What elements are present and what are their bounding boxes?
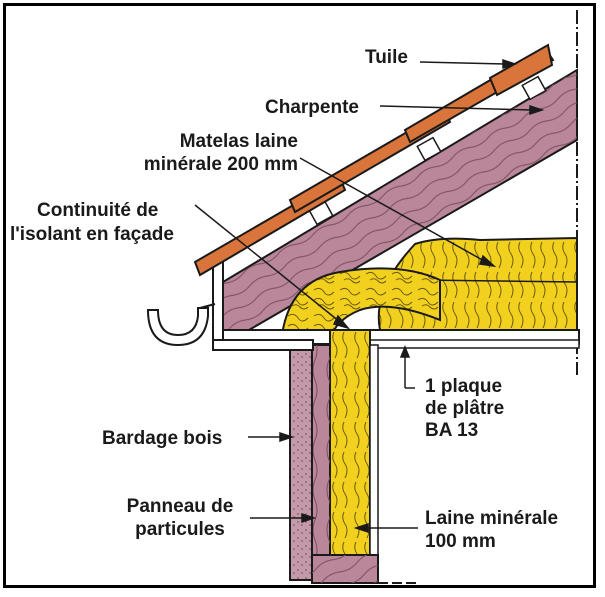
label-panneau-line1: Panneau de xyxy=(126,496,234,517)
leader-lines xyxy=(194,58,545,534)
label-plaque-line2: de plâtre xyxy=(425,398,505,419)
gutter xyxy=(146,303,216,347)
roof-tiles xyxy=(193,43,555,277)
leader-matelas xyxy=(299,157,487,263)
bottom-plate xyxy=(311,554,420,584)
label-bardage: Bardage bois xyxy=(102,428,223,449)
label-charpente: Charpente xyxy=(265,97,359,118)
diagram-frame xyxy=(3,3,596,588)
wall-stud xyxy=(311,344,331,556)
label-plaque-line3: BA 13 xyxy=(425,420,479,441)
wall-insulation xyxy=(329,329,371,556)
label-laine-line1: Laine minérale xyxy=(425,508,559,529)
insulation-continuity xyxy=(280,267,441,342)
label-panneau-line2: particules xyxy=(135,519,225,540)
label-tuile: Tuile xyxy=(365,47,408,68)
roof-battens xyxy=(308,75,547,226)
label-matelas-line1: Matelas laine xyxy=(179,131,298,152)
label-plaque-line1: 1 plaque xyxy=(425,376,503,397)
label-continuite-line2: l'isolant en façade xyxy=(10,224,174,245)
label-laine-line2: 100 mm xyxy=(425,531,496,552)
label-continuite-line1: Continuité de xyxy=(37,200,159,221)
leader-tuile xyxy=(419,61,506,65)
plasterboard-ceiling xyxy=(369,339,580,349)
leader-continuite xyxy=(194,204,341,323)
leader-charpente xyxy=(379,105,533,111)
wood-cladding xyxy=(289,344,313,581)
label-matelas-line2: minérale 200 mm xyxy=(143,154,298,175)
inner-plasterboard xyxy=(369,344,379,556)
